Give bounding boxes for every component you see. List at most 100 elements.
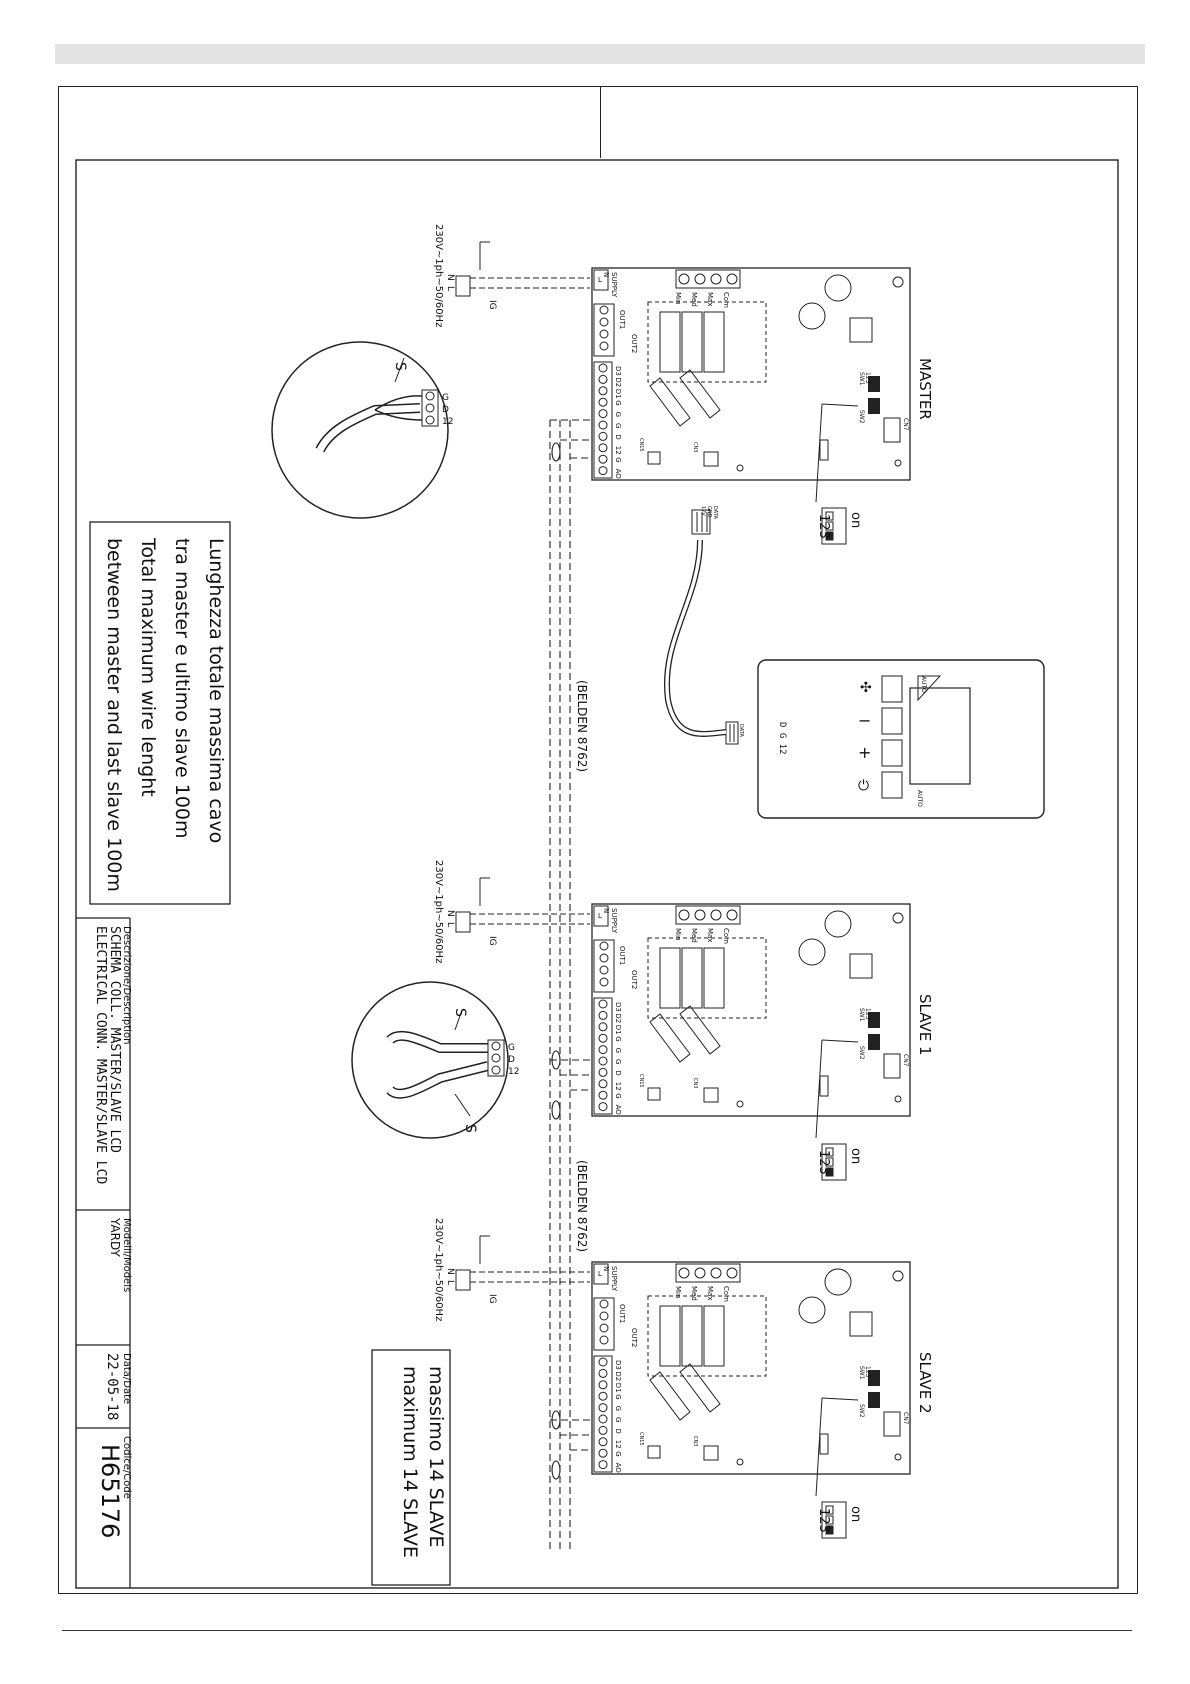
plus-key[interactable] [881,739,903,767]
supply-n: N [602,272,610,277]
belden-label-1: (BELDEN 8762) [575,680,589,772]
transformer [849,953,873,979]
bus-terminal-label: AO [614,469,622,480]
fan-key[interactable] [881,675,903,703]
out2-label: OUT2 [630,970,638,989]
belden-label-2: (BELDEN 8762) [575,1160,589,1252]
power-n: N [445,1268,455,1275]
power-label: 230V~1ph~50/60Hz [433,224,444,327]
capacitor [824,910,852,938]
cn7-label: CN7 [902,1412,909,1425]
lcd-screen [909,687,971,785]
fan-terminal-label: Min [674,292,682,304]
detail2-shield-top: S [452,1008,468,1017]
code-value: H65176 [96,1444,124,1538]
board-outline [591,1261,911,1475]
dip-digits-label: 123 [816,1508,831,1533]
dip-digits-label: 123 [816,514,831,539]
footer-rule [62,1630,1132,1631]
detail1-shield-label: S [392,362,408,371]
supply-n: N [602,1266,610,1271]
detail1-pin-12: 12 [442,417,453,427]
breaker-label: IG [487,300,497,310]
out1-label: OUT1 [618,946,626,965]
bus-terminal-label: G [614,1093,622,1098]
bus-terminal-label: G [614,1417,622,1422]
breaker-label: IG [487,1294,497,1304]
sw1-label: SW1 [858,1366,865,1380]
supply-label: SUPPLY [610,908,618,934]
board-outline [591,903,911,1117]
note-it-line1: Lunghezza totale massima cavo [205,538,227,843]
bus-terminal-label: D [614,1428,622,1433]
mount-hole [892,1270,904,1282]
bus-terminal-label: G [614,1451,622,1456]
bus-terminal-label: D [614,434,622,439]
fan-terminal-label: Max [706,292,714,306]
cn3-label: CN3 [692,442,698,452]
capacitor [824,274,852,302]
detail2-shield-bottom: S [462,1124,478,1133]
power-key[interactable] [881,771,903,799]
power-n: N [445,274,455,281]
power-label: 230V~1ph~50/60Hz [433,1218,444,1321]
bus-terminal-label: G [614,1048,622,1053]
capacitor [798,302,826,330]
fan-icon: ✣ [860,680,872,696]
detail2-pin-d: D [508,1055,515,1065]
bus-terminal-label: D2 [614,1013,622,1023]
models-label: Modelli/Models [121,1218,132,1292]
lcd-cable: DATA GND 12V [663,506,727,737]
detail1-pin-d: D [442,405,449,415]
fan-terminal-label: Min [674,1286,682,1298]
header-band [55,44,1145,64]
bus-terminal-label: G [614,457,622,462]
supply-l: L [598,276,602,284]
cn15-label: CN15 [638,438,644,452]
board-outline [591,267,911,481]
signal-icon [917,675,942,702]
supply-l: L [598,1270,602,1278]
max-slave-en: maximum 14 SLAVE [399,1366,421,1558]
desc-italian: SCHEMA COLL. MASTER/SLAVE LCD [107,926,122,1153]
sw1-label: SW1 [858,1008,865,1022]
bus-terminal-label: 12 [614,1082,622,1091]
bus-terminal-label: D2 [614,1371,622,1381]
panel-pins: D G 12 [777,722,787,755]
fan-terminal-label: Com [722,292,730,308]
supply-l: L [598,912,602,920]
sw1-digits: 123 [864,372,871,384]
page-frame [58,86,1138,1594]
sw2-label: SW2 [858,1404,865,1418]
cn7-label: CN7 [902,418,909,431]
detail2-pin-g: G [508,1043,515,1053]
cable-shield-marks [551,442,561,1480]
bus-terminal-label: D3 [614,1360,622,1370]
sw2-label: SW2 [858,410,865,424]
bus-terminal-label: 12 [614,446,622,455]
plus-label: + [858,743,871,762]
bus-terminal-label: D1 [614,1025,622,1035]
sw1-digits: 123 [864,1008,871,1020]
cn15-label: CN15 [638,1432,644,1446]
sw1-label: SW1 [858,372,865,386]
bus-terminal-label: 12 [614,1440,622,1449]
title-block: Descrizione/Description SCHEMA COLL. MAS… [76,917,132,1538]
bus-terminal-label: G [614,1406,622,1411]
detail-circle-slave1: G D 12 S S [351,981,519,1139]
supply-label: SUPPLY [610,1266,618,1292]
desc-label: Descrizione/Description [121,926,132,1044]
bus-terminal-strip [593,361,613,479]
power-label: 230V~1ph~50/60Hz [433,860,444,963]
master-conn-gnd: GND [706,506,712,518]
transformer [849,1311,873,1337]
bus-terminal-label: D3 [614,366,622,376]
breaker-label: IG [487,936,497,946]
minus-key[interactable] [881,707,903,735]
wire-length-note: Lunghezza totale massima cavo tra master… [89,521,231,905]
fan-terminal-label: Max [706,928,714,942]
dip-digits-label: 123 [816,1150,831,1175]
